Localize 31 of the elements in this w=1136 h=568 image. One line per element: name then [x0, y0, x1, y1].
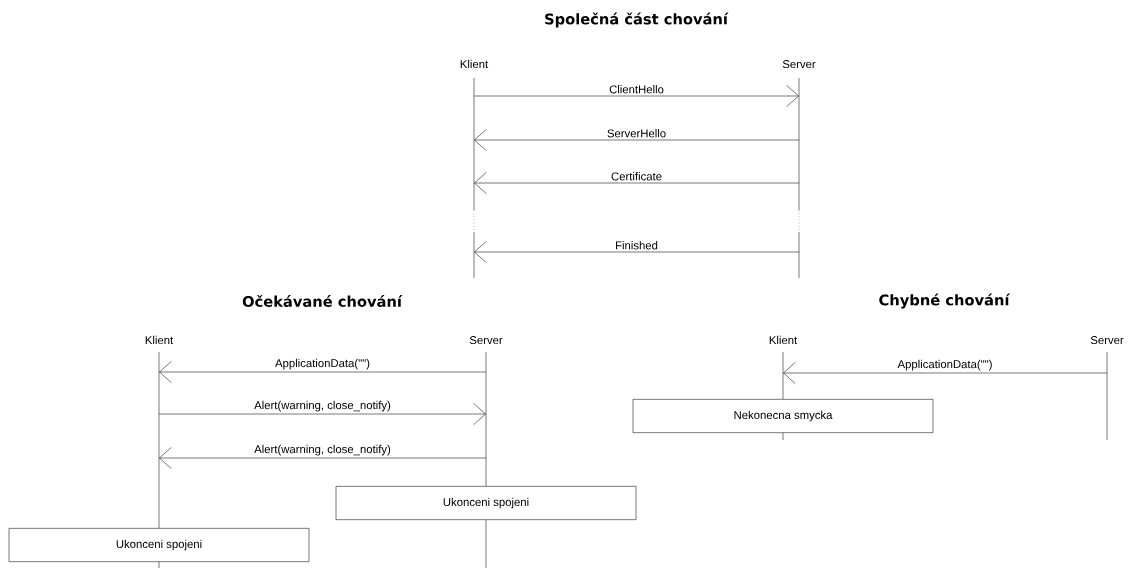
process-box: Ukonceni spojeni — [8, 528, 310, 562]
edge-label: Alert(warning, close_notify) — [252, 399, 393, 413]
edge-label: Certificate — [609, 170, 664, 182]
lifeline: Klient — [769, 335, 798, 400]
arrow — [158, 403, 486, 425]
arrow — [473, 85, 799, 107]
process-box: Ukonceni spojeni — [335, 486, 637, 520]
arrow — [474, 129, 800, 151]
lifeline — [782, 432, 784, 441]
edge-label: Finished — [613, 239, 660, 251]
edge-label: ServerHello — [605, 127, 668, 139]
edge-label: ClientHello — [607, 83, 666, 95]
lifeline — [158, 561, 160, 568]
lifeline: Server — [782, 60, 816, 279]
lifeline: Server — [1090, 336, 1124, 441]
lifeline: Klient — [145, 335, 174, 529]
arrow — [783, 362, 1108, 384]
edge-label: ApplicationData("") — [273, 357, 372, 371]
arrow — [159, 447, 487, 469]
process-box: Nekonecna smycka — [632, 399, 934, 433]
section-title: Společná část chování — [545, 12, 729, 28]
arrow — [474, 241, 800, 263]
arrow — [159, 361, 487, 383]
arrow — [474, 172, 800, 194]
lifeline — [485, 519, 487, 568]
edge-label: Alert(warning, close_notify) — [252, 443, 393, 457]
section-title: Očekávané chování — [242, 295, 403, 307]
lifeline: Klient — [460, 59, 489, 279]
edge-label: ApplicationData("") — [896, 358, 994, 372]
lifeline: Server — [469, 336, 503, 487]
section-title: Chybné chování — [879, 293, 1011, 309]
